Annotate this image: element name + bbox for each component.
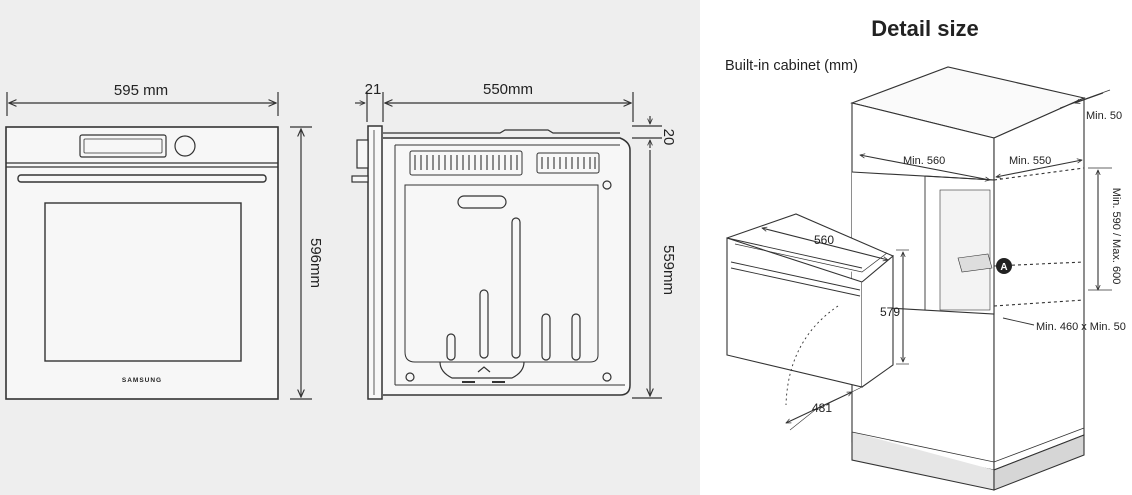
- side-view: [351, 92, 662, 400]
- door-handle: [17, 174, 267, 183]
- detail-subtitle: Built-in cabinet (mm): [725, 58, 858, 74]
- marker-a: [996, 258, 1012, 274]
- control-knob: [174, 135, 196, 157]
- side-inner-panel: [404, 184, 599, 363]
- cabinet-width-label: Min. 560: [903, 155, 945, 167]
- marker-a-label: A: [1000, 262, 1007, 273]
- cabinet-depth-label: Min. 550: [1009, 155, 1051, 167]
- oven-window: [44, 202, 242, 362]
- cabinet-width-dimension: [860, 155, 990, 180]
- cabinet-plinth: [993, 434, 1085, 491]
- detail-title: Detail size: [871, 16, 979, 41]
- cabinet-depth-dimension: [996, 160, 1082, 177]
- side-door: [367, 125, 383, 400]
- oven-height-label: 579: [880, 305, 900, 319]
- cabinet-height-label: Min. 590 / Max. 600: [1110, 188, 1122, 285]
- door-swing-label: 481: [812, 401, 832, 415]
- side-depth-label: 550mm: [483, 81, 533, 98]
- door-swing-dimension: [786, 391, 852, 424]
- front-height-label: 596mm: [307, 238, 324, 288]
- top-clearance-label: Min. 50: [1086, 110, 1122, 122]
- oven-width-dimension: [762, 228, 888, 260]
- side-small-depth-label: 21: [365, 81, 382, 98]
- control-display: [79, 134, 167, 158]
- oven-isometric: [726, 213, 909, 431]
- oven-side-face: [861, 254, 894, 388]
- side-slot-top: [457, 195, 507, 209]
- side-cavity-body: [383, 137, 631, 396]
- opening-label: Min. 460 x Min. 50: [1036, 321, 1126, 333]
- vent-slots: [414, 155, 596, 170]
- side-top-offset-label: 20: [660, 129, 677, 146]
- side-height-label: 559mm: [660, 245, 677, 295]
- cabinet-side: [993, 97, 1085, 471]
- front-view: [5, 92, 312, 400]
- cabinet-vent-opening: [957, 253, 993, 273]
- front-width-label: 595 mm: [114, 82, 168, 99]
- oven-width-label: 560: [814, 233, 834, 247]
- brand-logo: SAMSUNG: [122, 377, 162, 384]
- oven-front-body: [5, 126, 279, 400]
- side-handle: [351, 175, 369, 183]
